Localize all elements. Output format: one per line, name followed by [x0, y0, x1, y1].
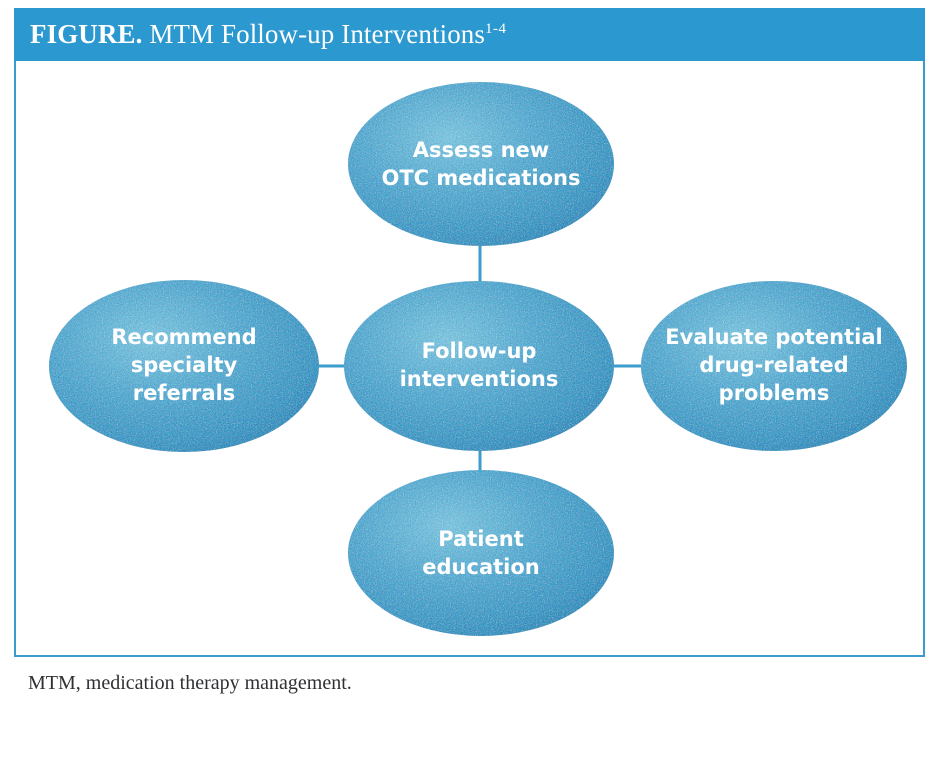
- node-label-line-1: Assess new: [413, 138, 549, 162]
- figure-label: FIGURE.: [30, 19, 143, 49]
- node-assess-new-otc-medications[interactable]: Assess new OTC medications: [348, 82, 614, 246]
- figure-title-superscript: 1-4: [485, 21, 507, 37]
- node-label-line-2: drug-related: [699, 353, 848, 377]
- node-recommend-specialty-referrals[interactable]: Recommend specialty referrals: [49, 280, 319, 452]
- figure-footnote: MTM, medication therapy management.: [28, 672, 352, 694]
- node-label-line-2: interventions: [400, 367, 559, 391]
- node-label-line-1: Patient: [438, 527, 523, 551]
- node-ellipse[interactable]: [49, 280, 319, 452]
- node-label-line-2: specialty: [131, 353, 238, 377]
- node-label-line-3: problems: [719, 381, 830, 405]
- node-ellipse[interactable]: [348, 82, 614, 246]
- node-label-line-2: education: [422, 555, 539, 579]
- figure-title-text: MTM Follow-up Interventions: [142, 19, 485, 49]
- node-ellipse[interactable]: [344, 281, 614, 451]
- figure-title: FIGURE. MTM Follow-up Interventions1-4: [30, 21, 507, 48]
- node-label-line-1: Evaluate potential: [665, 325, 882, 349]
- node-evaluate-potential-drug-related-problems[interactable]: Evaluate potential drug-related problems: [641, 281, 907, 451]
- node-ellipse[interactable]: [348, 470, 614, 636]
- node-ellipse[interactable]: [641, 281, 907, 451]
- figure-header-bar: FIGURE. MTM Follow-up Interventions1-4: [14, 8, 925, 61]
- node-label-line-1: Recommend: [111, 325, 256, 349]
- diagram-canvas: Assess new OTC medications Recommend spe…: [14, 61, 925, 657]
- node-patient-education[interactable]: Patient education: [348, 470, 614, 636]
- node-label-line-2: OTC medications: [382, 166, 581, 190]
- node-follow-up-interventions[interactable]: Follow-up interventions: [344, 281, 614, 451]
- node-label-line-1: Follow-up: [422, 339, 537, 363]
- node-label-line-3: referrals: [133, 381, 236, 405]
